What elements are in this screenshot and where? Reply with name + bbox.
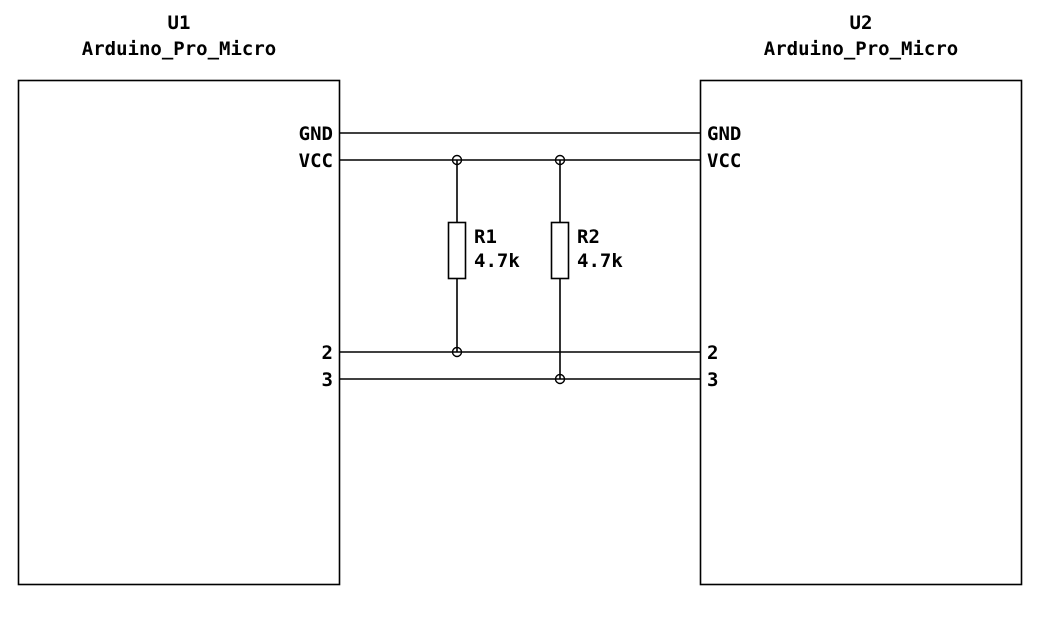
resistor-r2-body (550, 221, 570, 280)
junction-vcc-r1 (451, 154, 463, 166)
component-u2-value: Arduino_Pro_Micro (764, 38, 958, 60)
resistor-r1-value: 4.7k (474, 250, 520, 272)
resistor-r2-value: 4.7k (577, 250, 623, 272)
component-u1-ref: U1 (168, 12, 191, 34)
junction-pin3-r2 (554, 373, 566, 385)
resistor-r2-ref: R2 (577, 226, 600, 248)
resistor-r1-body (447, 221, 467, 280)
pin-label-u2-gnd: GND (707, 123, 741, 145)
pin-label-u2-vcc: VCC (707, 150, 741, 172)
resistor-r1-ref: R1 (474, 226, 497, 248)
junction-vcc-r2 (554, 154, 566, 166)
component-u1-value: Arduino_Pro_Micro (82, 38, 276, 60)
pin-label-u1-vcc: VCC (299, 150, 333, 172)
pin-label-u1-gnd: GND (299, 123, 333, 145)
pin-label-u1-2: 2 (322, 342, 333, 364)
pin-label-u1-3: 3 (322, 369, 333, 391)
component-u2-ref: U2 (850, 12, 873, 34)
pin-label-u2-3: 3 (707, 369, 718, 391)
junction-pin2-r1 (451, 346, 463, 358)
component-u2-body (699, 79, 1023, 586)
component-u1-body (17, 79, 341, 586)
pin-label-u2-2: 2 (707, 342, 718, 364)
